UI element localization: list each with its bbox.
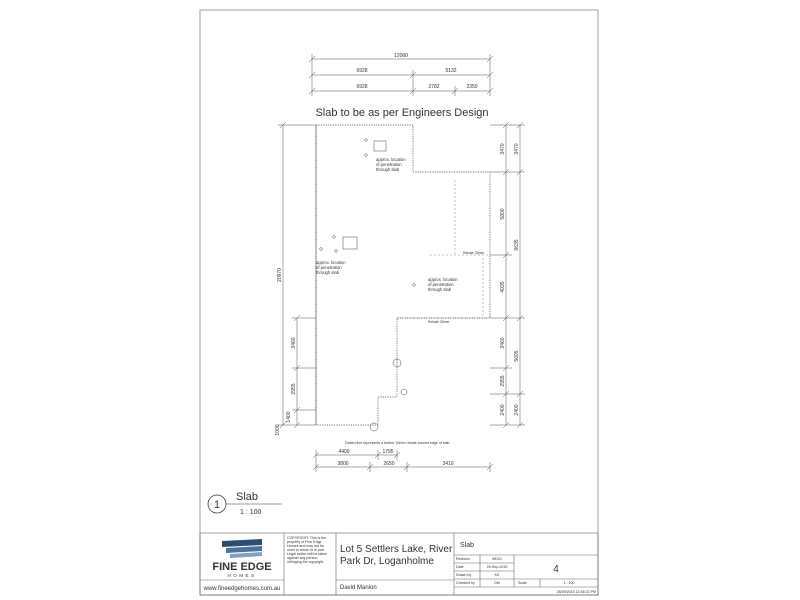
dim-right-outer-1: 3470 — [514, 143, 520, 154]
dim-right-outer-3: 5695 — [514, 350, 520, 361]
dim-left-3: 1400 — [286, 411, 292, 422]
note-penetration-2: approx. location of penetration through … — [316, 260, 347, 275]
dim-overall-width: 12060 — [394, 53, 408, 59]
sheet-name: Slab — [460, 542, 474, 549]
scale-label: Scale — [518, 581, 527, 585]
view-number: 1 — [214, 499, 220, 511]
sheet-number: 4 — [553, 564, 559, 575]
dim-top-2c: 2350 — [466, 84, 477, 90]
view-label — [207, 494, 282, 514]
project-address: Lot 5 Settlers Lake, River Park Dr, Loga… — [340, 544, 455, 567]
plot-timestamp: 28/09/2015 12:46:22 PM — [557, 590, 596, 594]
dim-right-inner-5: 2955 — [500, 375, 506, 386]
rebate-lines — [397, 180, 490, 319]
field-date-label: Date — [456, 565, 464, 569]
dim-left-4: 1000 — [275, 424, 281, 435]
right-dimensions — [490, 121, 525, 429]
client-name: David Manion — [340, 585, 377, 591]
company-website: www.fineedgehomes.com.au — [203, 586, 281, 592]
note-penetration-3: approx. location of penetration through … — [428, 277, 459, 292]
slab-outline — [315, 124, 491, 426]
field-checked-value: DM — [494, 581, 500, 585]
field-date-value: 25-Sep-2015 — [487, 565, 508, 569]
field-checked-label: Checked by — [456, 581, 475, 585]
dim-right-outer-4: 2400 — [514, 404, 520, 415]
bottom-dimensions — [312, 450, 494, 472]
dim-top-2a: 6928 — [356, 84, 367, 90]
company-name: FINE EDGE — [212, 561, 271, 573]
dim-bottom-1a: 4400 — [338, 449, 349, 455]
field-revision-value: WD01 — [492, 557, 502, 561]
dim-right-outer-2: 9635 — [514, 239, 520, 250]
dim-bottom-2a: 3800 — [337, 461, 348, 467]
dim-right-inner-6: 2400 — [500, 404, 506, 415]
dim-left-2: 2955 — [291, 383, 297, 394]
copyright-note: COPYRIGHT: This is the property of Fine … — [287, 536, 328, 564]
scale-value: 1 : 100 — [564, 581, 575, 585]
title-block — [199, 532, 599, 596]
left-dimensions — [278, 121, 316, 429]
dim-right-inner-1: 3470 — [500, 143, 506, 154]
company-sub: HOMES — [227, 573, 256, 578]
dim-left-total: 20970 — [277, 268, 283, 282]
dim-right-inner-4: 3460 — [500, 337, 506, 348]
dim-top-2b: 2782 — [428, 84, 439, 90]
field-drawn-label: Drawn by — [456, 573, 471, 577]
penetration-marker-1 — [364, 138, 387, 157]
note-penetration-1: approx. location of penetration through … — [376, 157, 407, 172]
note-rebate-1: Rebate 30mm — [463, 251, 484, 255]
penetration-marker-4 — [369, 358, 408, 432]
dim-bottom-1b: 1795 — [382, 449, 393, 455]
sheet-border — [199, 9, 599, 596]
top-dimensions — [308, 54, 494, 96]
penetration-marker-2 — [319, 235, 358, 253]
note-rebate-2: Rebate 30mm — [428, 320, 449, 324]
dim-top-1b: 5132 — [445, 68, 456, 74]
note-dotted-line: Dotted line represents a further 30mm re… — [345, 441, 449, 445]
penetration-marker-3 — [412, 283, 416, 287]
company-logo — [222, 539, 262, 558]
view-scale: 1 : 100 — [240, 509, 262, 516]
field-drawn-value: KK — [495, 573, 500, 577]
dim-top-1a: 6928 — [356, 68, 367, 74]
dim-bottom-2c: 3410 — [442, 461, 453, 467]
dim-bottom-2b: 2650 — [383, 461, 394, 467]
dim-left-1: 3460 — [291, 337, 297, 348]
view-name: Slab — [236, 491, 258, 503]
dim-right-inner-3: 4035 — [500, 281, 506, 292]
drawing-title: Slab to be as per Engineers Design — [315, 107, 488, 119]
dim-right-inner-2: 5800 — [500, 208, 506, 219]
field-revision-label: Revision — [456, 557, 470, 561]
